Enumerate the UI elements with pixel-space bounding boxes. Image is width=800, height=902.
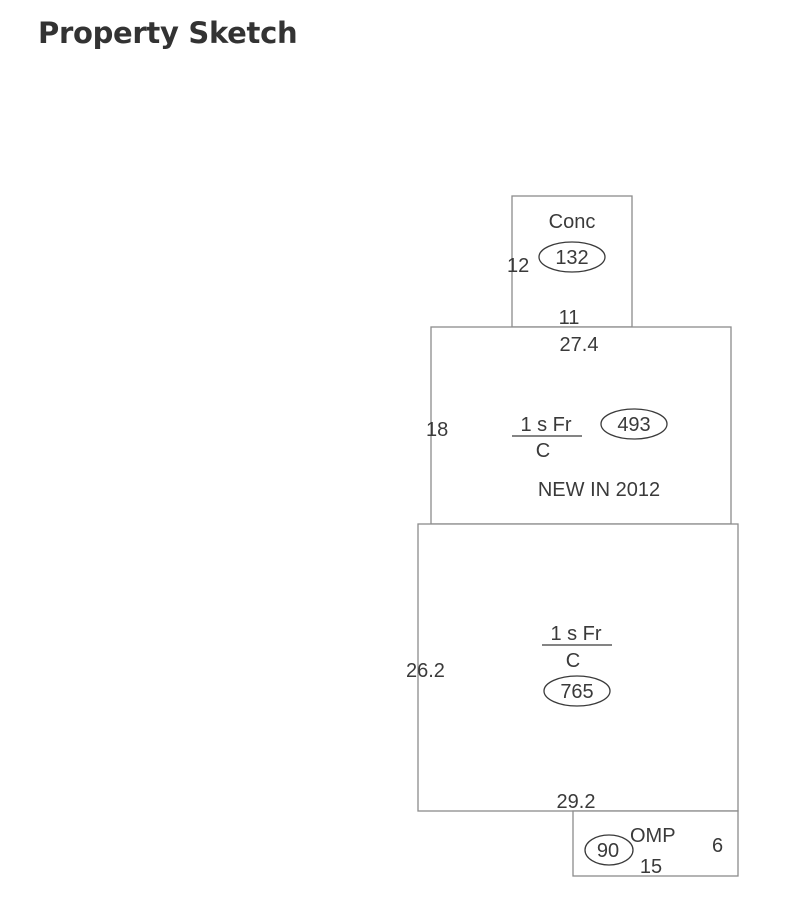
page-title: Property Sketch [38, 16, 298, 50]
main-construction: C [566, 650, 580, 672]
main-section: 1 s Fr C 765 26.2 29.2 [406, 523, 739, 813]
main-stories: 1 s Fr [550, 623, 601, 645]
conc-label: Conc [549, 211, 596, 233]
addition-side-dimension: 18 [426, 419, 448, 441]
conc-area: 132 [555, 247, 588, 269]
conc-section: Conc 132 12 11 [507, 195, 633, 329]
porch-label: OMP [630, 825, 676, 847]
addition-construction: C [536, 440, 550, 462]
addition-note: NEW IN 2012 [538, 479, 660, 501]
addition-area-oval [600, 408, 668, 440]
porch-side-dimension: 6 [712, 835, 723, 857]
addition-outline [430, 326, 732, 525]
main-outline [417, 523, 739, 812]
conc-width-dimension: 11 [559, 307, 580, 329]
addition-area: 493 [617, 414, 650, 436]
addition-section: 27.4 18 1 s Fr C 493 NEW IN 2012 [426, 326, 732, 525]
porch-section: 90 OMP 6 15 [572, 810, 739, 878]
main-area: 765 [560, 681, 593, 703]
conc-area-oval [538, 241, 606, 273]
conc-outline [511, 195, 633, 328]
addition-stories: 1 s Fr [520, 414, 571, 436]
porch-area: 90 [597, 840, 619, 862]
addition-top-dimension: 27.4 [560, 334, 599, 356]
porch-area-oval [584, 834, 634, 866]
porch-outline [572, 810, 739, 877]
conc-side-dimension: 12 [507, 255, 529, 277]
porch-width-dimension: 15 [640, 856, 662, 878]
main-side-dimension: 26.2 [406, 660, 445, 682]
main-area-oval [543, 675, 611, 707]
main-width-dimension: 29.2 [557, 791, 596, 813]
